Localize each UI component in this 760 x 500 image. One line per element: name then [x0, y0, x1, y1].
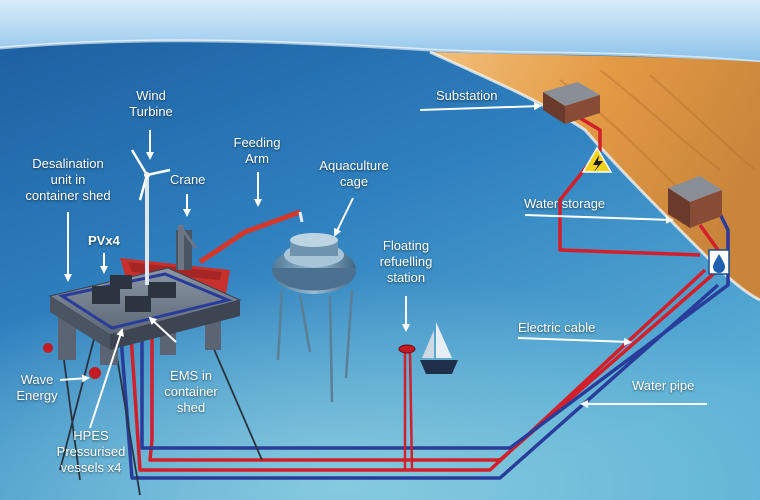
label-crane: Crane	[170, 172, 206, 187]
label-ems-line2: container	[164, 384, 218, 399]
label-wind-turbine-line1: Wind	[136, 88, 166, 103]
water-drop-icon	[708, 249, 730, 275]
label-desalination-line3: container shed	[25, 188, 111, 203]
label-desalination-line2: unit in	[50, 172, 86, 187]
sky-band	[0, 0, 760, 62]
refuelling-mooring-line	[403, 350, 414, 471]
feeding-arm-structure	[198, 209, 304, 265]
label-substation: Substation	[436, 88, 498, 103]
label-wind-turbine-line2: Turbine	[129, 104, 173, 119]
label-refuelling-line2: refuelling	[379, 254, 433, 269]
wind-turbine	[130, 149, 171, 285]
label-hpes: HPES Pressurised vessels x4	[48, 428, 134, 476]
label-refuelling-line3: station	[386, 270, 426, 285]
sailboat	[420, 322, 458, 374]
label-wind-turbine: Wind Turbine	[125, 88, 177, 120]
shallow-water	[0, 200, 760, 500]
coastline	[430, 52, 760, 300]
aquaculture-cage	[272, 233, 356, 403]
label-water-pipe: Water pipe	[632, 378, 695, 393]
label-hpes-line3: vessels x4	[60, 460, 122, 475]
label-feeding-arm: Feeding Arm	[228, 135, 286, 167]
label-refuelling: Floating refuelling station	[370, 238, 442, 286]
crane-structure	[178, 225, 198, 270]
label-desalination: Desalination unit in container shed	[20, 156, 116, 204]
substation-building	[543, 82, 600, 124]
wave-energy-buoy	[89, 367, 101, 379]
label-aquaculture-line1: Aquaculture	[319, 158, 389, 173]
label-ems-line3: shed	[176, 400, 206, 415]
water-storage-building	[668, 176, 722, 228]
platform-deck	[48, 267, 242, 350]
label-wave-energy: Wave Energy	[14, 372, 60, 404]
label-aquaculture-line2: cage	[339, 174, 369, 189]
annotation-arrows	[59, 102, 707, 429]
label-desalination-line1: Desalination	[32, 156, 104, 171]
label-hpes-line1: HPES	[73, 428, 109, 443]
label-wave-energy-line2: Energy	[16, 388, 58, 403]
wave-crest	[0, 39, 760, 64]
label-ems-line1: EMS in	[170, 368, 212, 383]
refuelling-buoy	[398, 344, 416, 354]
label-feeding-arm-line1: Feeding	[233, 135, 281, 150]
label-wave-energy-line1: Wave	[20, 372, 54, 387]
label-water-storage: Water storage	[524, 196, 606, 211]
label-refuelling-line1: Floating	[382, 238, 430, 253]
label-pv: PVx4	[88, 233, 120, 248]
label-hpes-line2: Pressurised	[56, 444, 126, 459]
label-aquaculture: Aquaculture cage	[310, 158, 398, 190]
platform-mooring-lines	[59, 329, 263, 496]
label-feeding-arm-line2: Arm	[245, 151, 269, 166]
label-ems: EMS in container shed	[156, 368, 226, 416]
water-pipe-line	[118, 209, 730, 480]
wave-energy-buoy-2	[43, 343, 53, 353]
label-electric-cable: Electric cable	[518, 320, 596, 335]
high-voltage-icon	[581, 146, 613, 173]
